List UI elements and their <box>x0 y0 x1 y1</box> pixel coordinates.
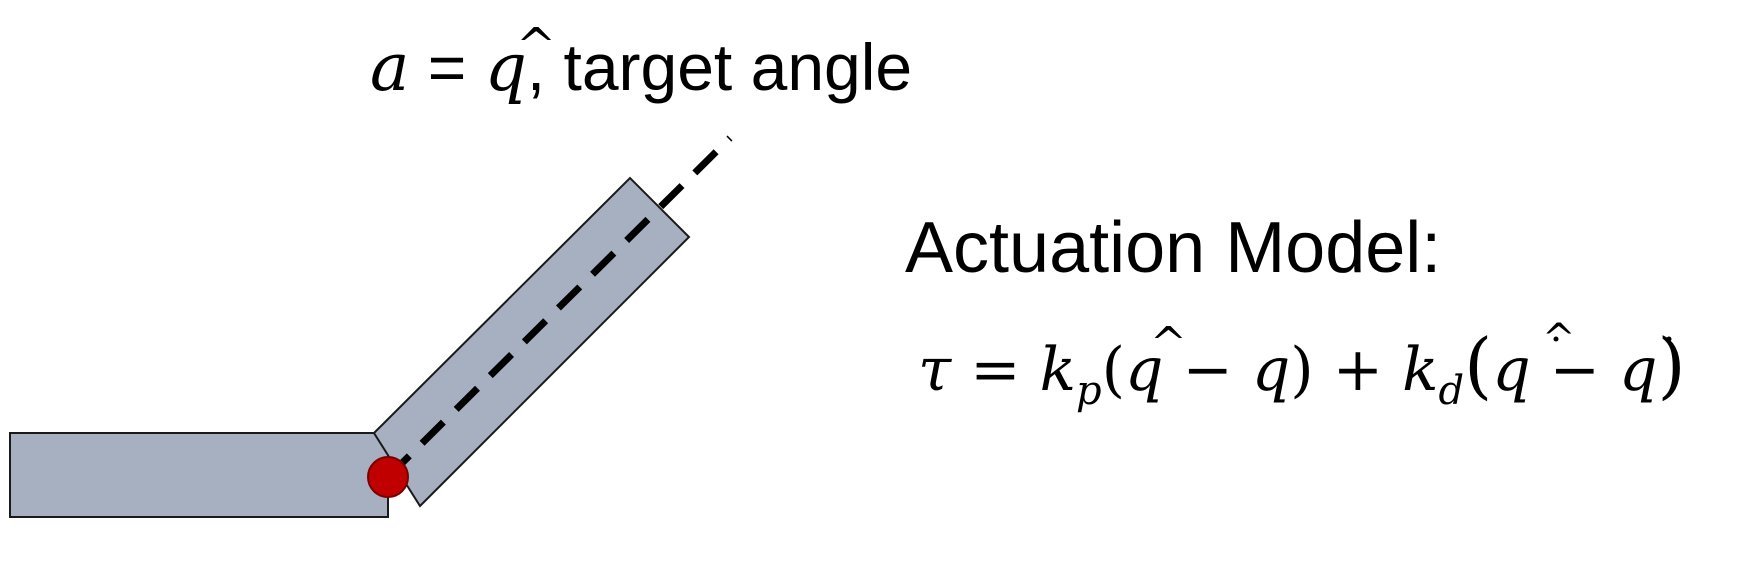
joint-circle-icon <box>367 456 409 498</box>
equation-dot-accent-2: ˙ <box>1658 330 1680 381</box>
equation-hat-accent-1: ^ <box>1150 318 1187 369</box>
target-angle-dashed-line <box>385 135 733 480</box>
actuation-model-title: Actuation Model: <box>905 208 1441 288</box>
equation-dot-accent-1: ˙ <box>1545 330 1567 381</box>
equation-hat-accent-2: ^ <box>1542 316 1576 362</box>
target-hat-accent: ^ <box>516 18 556 74</box>
base-link <box>9 432 389 518</box>
target-angle-label: a = q, target angle <box>370 29 912 106</box>
actuation-equation: τ = kp(q − q) + kd(q − q) <box>918 323 1686 414</box>
